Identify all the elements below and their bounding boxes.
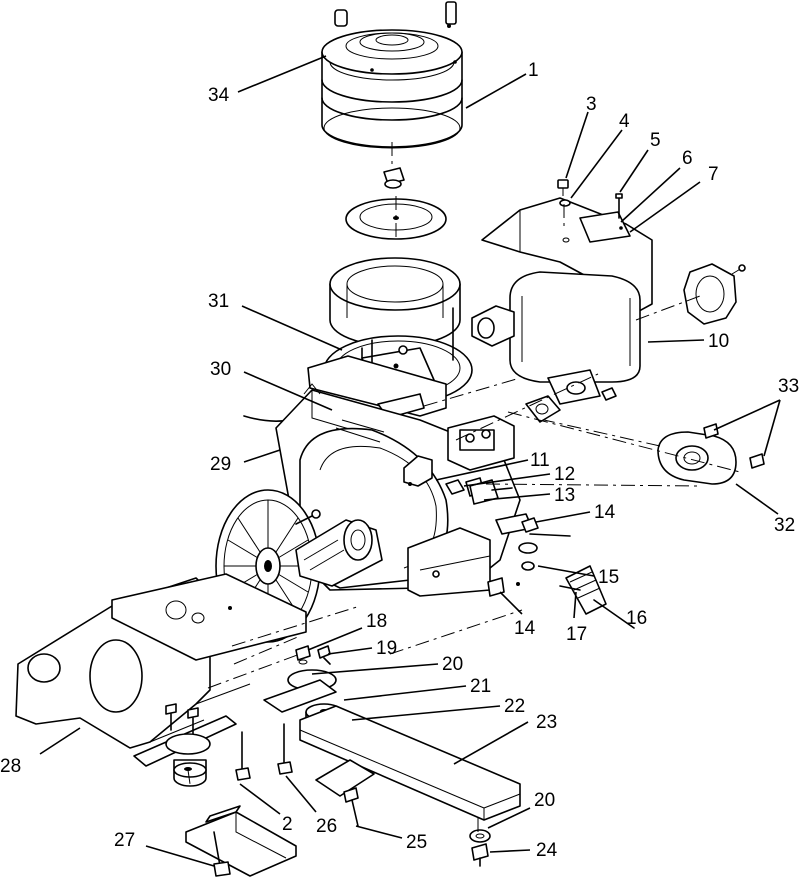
bracket-27: [185, 805, 297, 877]
leader-lines: [39, 55, 781, 867]
cross-member: [299, 705, 521, 821]
engine-isolator-left: [165, 733, 211, 787]
callout-12: 12: [554, 464, 575, 485]
callout-20-lower: 20: [534, 790, 555, 811]
callout-34: 34: [208, 85, 230, 106]
callout-29: 29: [210, 454, 231, 475]
bolt-24: [471, 843, 489, 867]
callout-24: 24: [536, 840, 558, 861]
callout-6: 6: [682, 148, 693, 169]
callout-19: 19: [376, 638, 397, 659]
spark-arrestor-flange: [683, 263, 746, 325]
callout-15: 15: [598, 567, 619, 588]
cable-boot-16: [565, 565, 635, 629]
callout-1: 1: [528, 60, 539, 81]
bolt-27: [213, 831, 231, 877]
spacer-plate: [263, 679, 337, 713]
crankshaft-drive: [295, 519, 383, 587]
callout-10: 10: [708, 331, 729, 352]
callout-4: 4: [619, 111, 630, 132]
callout-13: 13: [554, 485, 575, 506]
air-cleaner-cover: [321, 1, 463, 148]
frame-bolts: [165, 703, 199, 735]
callout-28: 28: [0, 756, 21, 777]
callout-25: 25: [406, 832, 427, 853]
callout-31: 31: [208, 291, 229, 312]
callout-32: 32: [774, 515, 795, 536]
exhaust-gasket: [525, 395, 561, 423]
lock-washer-4: [559, 199, 571, 207]
callout-23: 23: [536, 712, 557, 733]
callout-labels: 34 1 3 4 5 6 7 10 31 30 33 29 11 12 13 3…: [0, 60, 799, 861]
callout-7: 7: [708, 164, 719, 185]
callout-27: 27: [114, 830, 135, 851]
callout-22: 22: [504, 696, 525, 717]
nut-14-lower: [487, 577, 505, 597]
callout-33: 33: [778, 376, 799, 397]
nut-14-upper: [521, 517, 539, 533]
callout-11: 11: [530, 450, 550, 471]
centerlines: [187, 142, 741, 832]
callout-17: 17: [566, 624, 587, 645]
callout-14-upper: 14: [594, 502, 616, 523]
callout-14-lower: 14: [514, 618, 536, 639]
callout-16: 16: [626, 608, 647, 629]
shield-screw-3: [557, 179, 569, 196]
bolt-25: [343, 787, 359, 827]
bolt-19: [317, 645, 331, 665]
callout-2: 2: [282, 814, 293, 835]
bolt-26: [277, 723, 293, 775]
callout-18: 18: [366, 611, 387, 632]
bolt-2: [235, 731, 251, 781]
muffler: [471, 271, 641, 405]
washer-15: [518, 533, 571, 571]
cable-17: [559, 585, 581, 591]
callout-21: 21: [470, 676, 491, 697]
wing-nut: [383, 167, 405, 189]
callout-5: 5: [650, 130, 661, 151]
callout-20-upper: 20: [442, 654, 463, 675]
bolt-18: [295, 645, 311, 665]
tailpipe-flange: [657, 431, 737, 485]
flange-bolts-33: [703, 423, 765, 469]
throttle-link-11: [445, 479, 465, 495]
washer-20-lower: [469, 829, 491, 843]
drive-bolt: [295, 509, 321, 525]
engine-frame: [15, 573, 307, 767]
callout-3: 3: [586, 94, 597, 115]
callout-26: 26: [316, 816, 337, 837]
callout-30: 30: [210, 359, 231, 380]
foam-precleaner: [329, 257, 461, 347]
shield-pin-5: [615, 193, 623, 219]
